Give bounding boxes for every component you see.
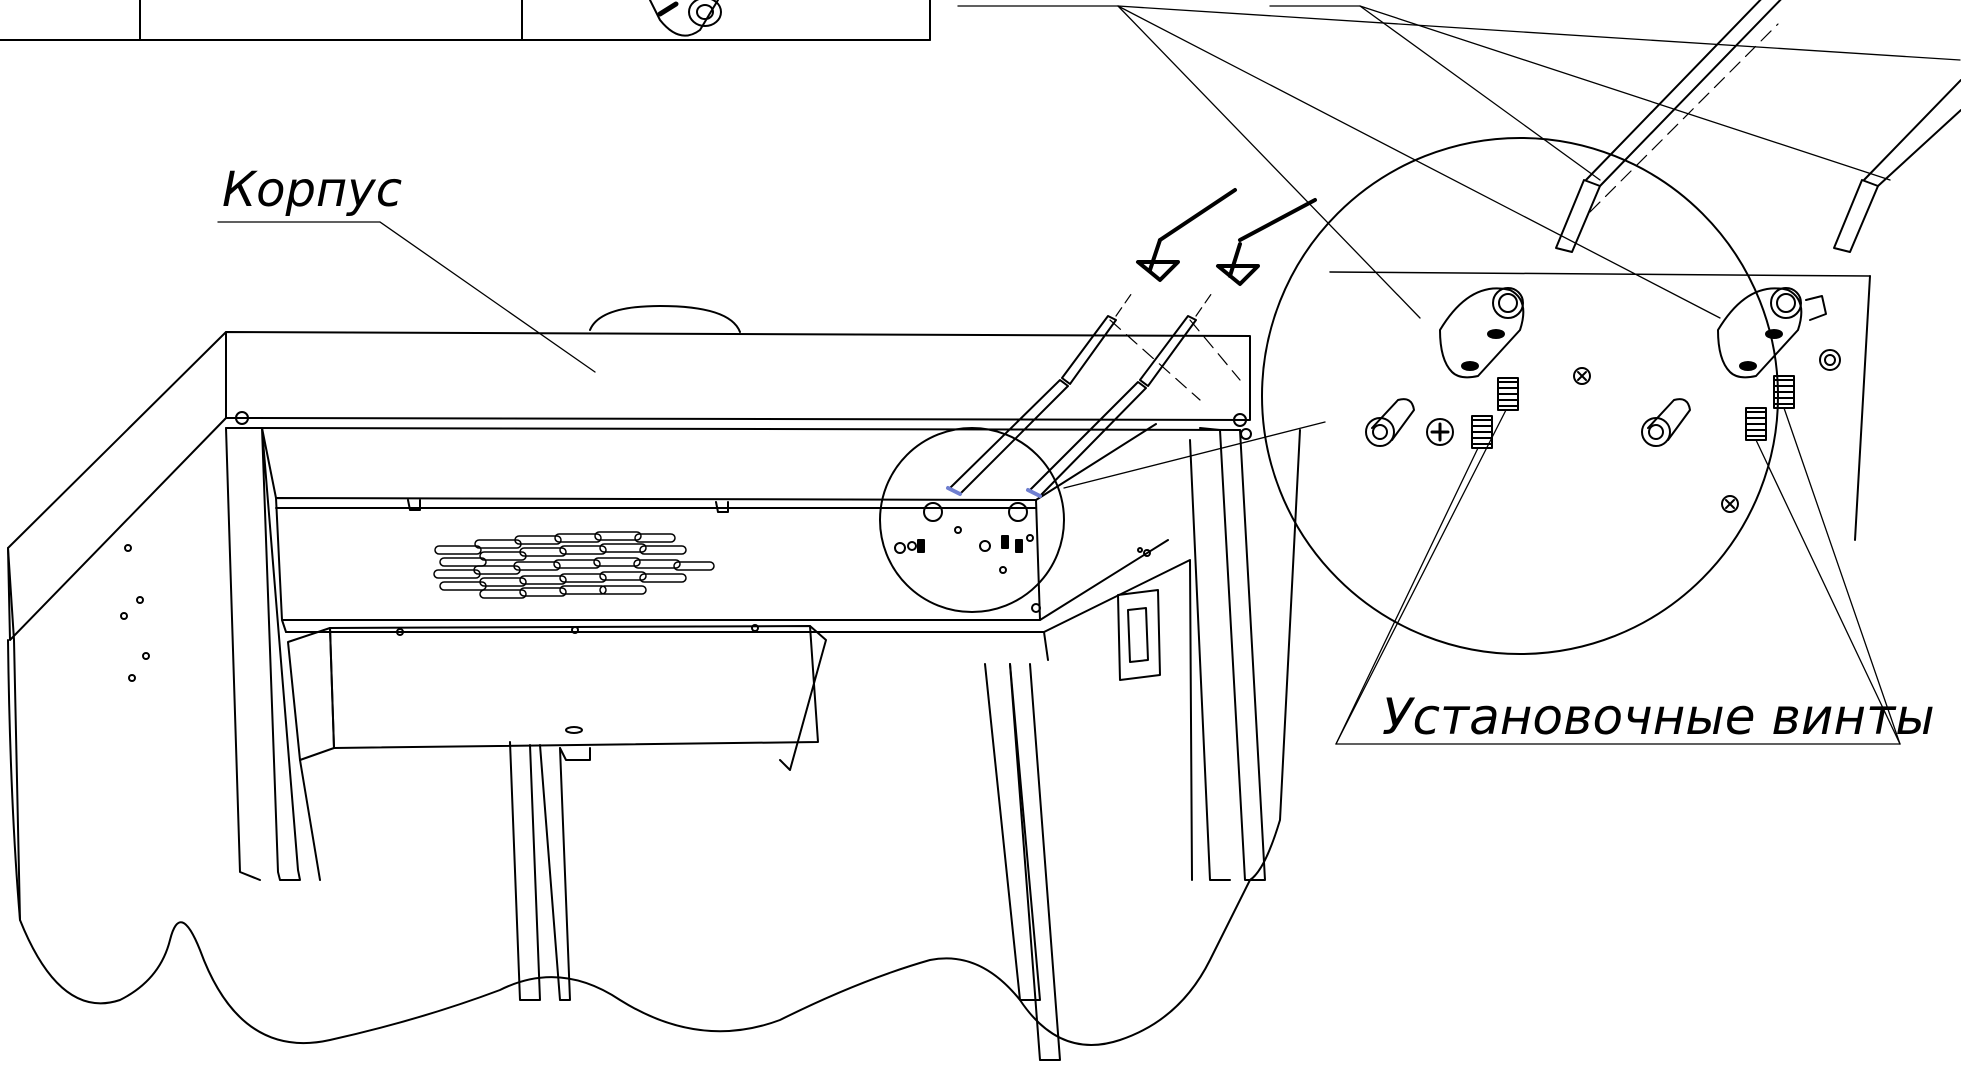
- detail-circle-large: [1261, 0, 1961, 745]
- phillips-screw-mid: [1573, 367, 1591, 385]
- vent-slots: [433, 531, 715, 599]
- insert-arrows: [1136, 188, 1317, 286]
- housing-leader: [217, 221, 596, 373]
- housing-label: Корпус: [222, 162, 403, 218]
- top-leader-lines: [957, 5, 1961, 319]
- phillips-screw-low: [1721, 495, 1739, 513]
- pin-right: [1641, 398, 1691, 447]
- housing-body: [7, 305, 1266, 1061]
- pin-left: [1365, 398, 1415, 447]
- set-screws-label: Установочные винты: [1382, 688, 1935, 746]
- detail-circle-small: [879, 421, 1326, 613]
- rods: [946, 289, 1241, 498]
- bushing-icon: [649, 0, 722, 37]
- parts-table-fragment: [0, 0, 931, 41]
- break-line: [7, 429, 1301, 1046]
- phillips-screw-left: [1426, 418, 1454, 446]
